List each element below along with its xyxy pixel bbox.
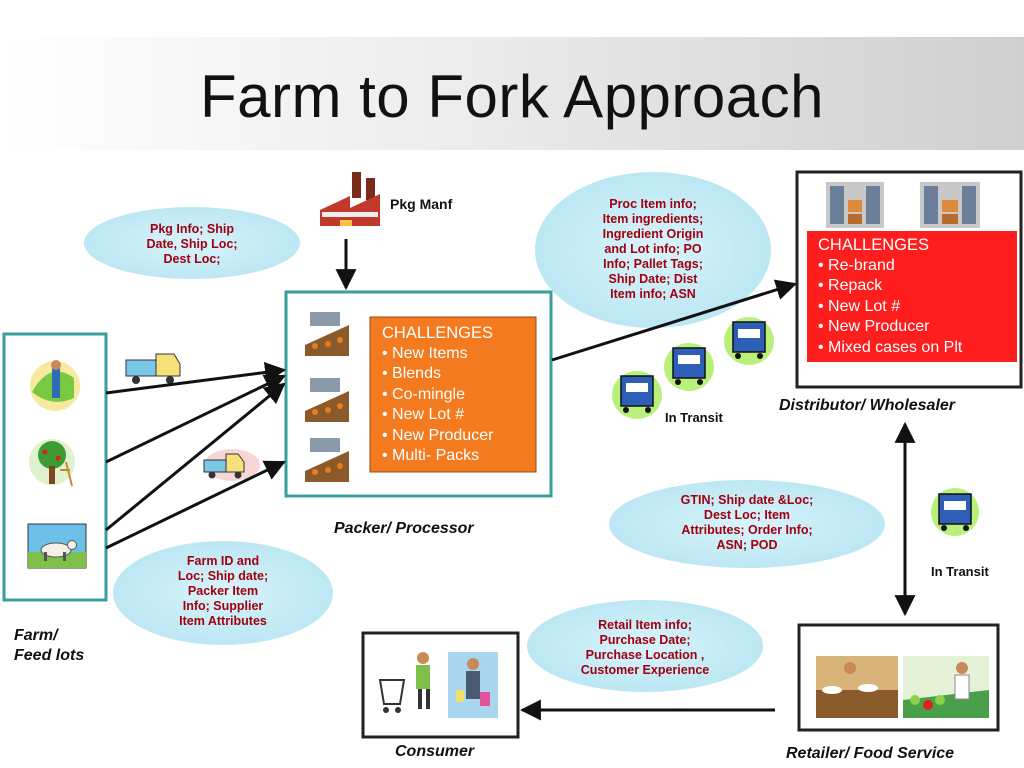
cloud-line: Info; Supplier bbox=[182, 599, 264, 613]
packer-label: Packer/ Processor bbox=[334, 520, 474, 537]
delivery-truck-icon-2 bbox=[664, 343, 714, 391]
packer-challenges-heading: CHALLENGES bbox=[382, 324, 493, 342]
cloud-retail-item-text: Retail Item info; Purchase Date; Purchas… bbox=[545, 618, 745, 678]
cloud-line: Item ingredients; bbox=[602, 212, 704, 226]
in-transit-label-1: In Transit bbox=[665, 410, 723, 425]
factory-line-icon-1 bbox=[305, 310, 349, 356]
cloud-line: Date, Ship Loc; bbox=[146, 237, 238, 251]
pkg-manf-label: Pkg Manf bbox=[390, 196, 453, 212]
pickup-truck-icon-1 bbox=[125, 353, 181, 384]
cloud-line: GTIN; Ship date &Loc; bbox=[680, 493, 814, 507]
cloud-gtin bbox=[609, 480, 885, 568]
cloud-line: Attributes; Order Info; bbox=[681, 523, 813, 537]
packer-challenges-list: CHALLENGES New Items Blends Co-mingle Ne… bbox=[382, 323, 493, 467]
title-band bbox=[0, 37, 1024, 150]
orchard-icon bbox=[29, 439, 75, 487]
cloud-line: Dest Loc; Item bbox=[703, 508, 791, 522]
distributor-challenge-item: Re-brand bbox=[818, 256, 962, 277]
farmer-icon bbox=[30, 360, 80, 411]
cloud-line: Purchase Location , bbox=[585, 648, 705, 662]
in-transit-label-2: In Transit bbox=[931, 564, 989, 579]
warehouse-icon-1 bbox=[826, 182, 884, 228]
farm-label-line2: Feed lots bbox=[14, 647, 85, 664]
packer-challenge-item: Co-mingle bbox=[382, 385, 493, 406]
packer-challenge-item: Multi- Packs bbox=[382, 446, 493, 467]
packer-challenge-item: Blends bbox=[382, 364, 493, 385]
cloud-line: Ship Date; Dist bbox=[608, 272, 698, 286]
distributor-challenge-item: Mixed cases on Plt bbox=[818, 338, 962, 359]
distributor-challenge-item: New Lot # bbox=[818, 297, 962, 318]
food-service-icon bbox=[816, 656, 898, 718]
retailer-label: Retailer/ Food Service bbox=[786, 745, 955, 762]
pickup-truck-icon-2 bbox=[203, 449, 260, 481]
cloud-gtin-text: GTIN; Ship date &Loc; Dest Loc; Item Att… bbox=[647, 493, 847, 553]
cloud-line: Loc; Ship date; bbox=[177, 569, 269, 583]
delivery-truck-icon-3 bbox=[724, 317, 774, 365]
cloud-line: Ingredient Origin bbox=[602, 227, 704, 241]
arrow-packer-to-distributor bbox=[551, 279, 798, 362]
distributor-challenges-list: CHALLENGES Re-brand Repack New Lot # New… bbox=[818, 235, 962, 358]
cloud-line: Proc Item info; bbox=[609, 197, 697, 211]
cloud-proc-item bbox=[535, 172, 771, 328]
distributor-challenge-item: Repack bbox=[818, 276, 962, 297]
distributor-challenge-item: New Producer bbox=[818, 317, 962, 338]
factory-icon bbox=[320, 172, 380, 226]
cloud-pkg-info-text: Pkg Info; Ship Date, Ship Loc; Dest Loc; bbox=[112, 222, 272, 267]
arrow-farm-to-packer-1 bbox=[105, 362, 287, 395]
packer-challenge-item: New Lot # bbox=[382, 405, 493, 426]
cloud-line: Item info; ASN bbox=[610, 287, 696, 301]
cloud-line: Pkg Info; Ship bbox=[149, 222, 235, 236]
produce-vendor-icon bbox=[903, 656, 989, 718]
arrow-farm-to-packer-3 bbox=[105, 382, 286, 532]
cow-icon bbox=[27, 523, 87, 569]
delivery-truck-icon-4 bbox=[931, 488, 979, 536]
cloud-line: Item Attributes bbox=[179, 614, 267, 628]
cloud-farm-id bbox=[113, 541, 333, 645]
warehouse-icon-2 bbox=[920, 182, 980, 228]
cloud-line: Packer Item bbox=[187, 584, 259, 598]
packer-challenge-item: New Producer bbox=[382, 426, 493, 447]
distributor-label: Distributor/ Wholesaler bbox=[779, 397, 956, 414]
cloud-pkg-info bbox=[84, 207, 300, 279]
factory-line-icon-2 bbox=[305, 376, 349, 422]
cloud-line: Retail Item info; bbox=[598, 618, 692, 632]
cloud-line: Customer Experience bbox=[580, 663, 710, 677]
delivery-truck-icon-1 bbox=[612, 371, 662, 419]
arrow-farm-to-packer-4 bbox=[105, 460, 286, 550]
packer-challenge-item: New Items bbox=[382, 344, 493, 365]
consumer-label: Consumer bbox=[395, 743, 475, 760]
cloud-line: Farm ID and bbox=[186, 554, 260, 568]
shopper-cart-icon bbox=[378, 652, 430, 713]
distributor-challenges-heading: CHALLENGES bbox=[818, 236, 929, 254]
arrow-farm-to-packer-2 bbox=[105, 374, 286, 464]
cloud-line: Info; Pallet Tags; bbox=[603, 257, 703, 271]
cloud-farm-id-text: Farm ID and Loc; Ship date; Packer Item … bbox=[143, 554, 303, 629]
cloud-line: Purchase Date; bbox=[599, 633, 691, 647]
cloud-retail-item bbox=[527, 600, 763, 692]
cloud-line: Dest Loc; bbox=[163, 252, 221, 266]
page-title: Farm to Fork Approach bbox=[199, 63, 825, 130]
cloud-line: ASN; POD bbox=[716, 538, 778, 552]
cloud-line: and Lot info; PO bbox=[604, 242, 702, 256]
farm-label-line1: Farm/ bbox=[14, 627, 58, 644]
cloud-proc-item-text: Proc Item info; Item ingredients; Ingred… bbox=[563, 197, 743, 302]
factory-line-icon-3 bbox=[305, 436, 349, 482]
shopper-bags-icon bbox=[448, 652, 498, 718]
farm-label: Farm/ Feed lots bbox=[14, 626, 84, 666]
